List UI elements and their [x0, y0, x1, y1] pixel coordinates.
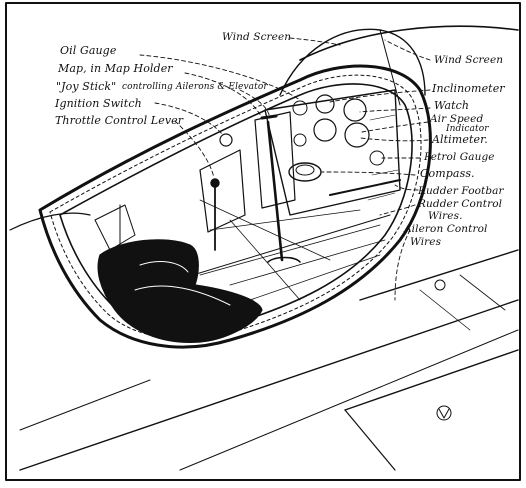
label-aileron-wires-2: Wires [410, 236, 442, 248]
label-compass: Compass. [420, 167, 475, 180]
fuselage-top-edge [299, 25, 519, 61]
compass-inner [295, 164, 315, 176]
label-watch: Watch [434, 99, 470, 112]
left-skin [9, 212, 91, 231]
frame-border [5, 2, 521, 481]
label-altimeter: Altimeter. [432, 133, 488, 146]
wing-hole [434, 279, 446, 291]
wire-3 [229, 219, 301, 301]
wing-edge-lower [344, 349, 519, 411]
label-rudder-wires-2: Wires. [428, 210, 463, 222]
leader-air-speed [361, 121, 429, 133]
wing-leading-edge [359, 249, 519, 301]
label-joystick-note: controlling Ailerons & Elevator [122, 82, 268, 92]
leader-throttle [174, 120, 215, 179]
bucket-seat [97, 239, 263, 343]
ignition-switch [219, 133, 233, 147]
label-wind-screen-right: Wind Screen [434, 54, 504, 66]
label-air-speed: Air Speed [430, 113, 484, 125]
joystick-grip [260, 114, 278, 120]
rim-stitching [49, 74, 422, 340]
gauge-3 [343, 98, 367, 122]
label-inclinometer: Inclinometer [432, 82, 505, 95]
wing-rib-2 [459, 274, 506, 311]
gauge-5 [344, 122, 370, 148]
leader-ignition [154, 102, 223, 135]
windscreen-frame [379, 29, 401, 106]
instrument-panel [264, 89, 401, 216]
compass [288, 162, 322, 182]
side-panel [199, 149, 246, 233]
joystick-base [267, 256, 301, 263]
shade-1 [369, 114, 396, 121]
artist-monogram [436, 405, 452, 421]
gauge-1 [292, 100, 308, 116]
seat-pad-1 [139, 261, 189, 273]
leader-wind-screen-right [384, 39, 431, 61]
map-holder [254, 111, 296, 209]
label-oil-gauge: Oil Gauge [60, 44, 117, 57]
label-aileron-wires: Aileron Control [404, 223, 488, 235]
label-rudder-wires: Rudder Control [418, 198, 503, 210]
gauge-2 [315, 94, 335, 114]
label-wind-screen-left: Wind Screen [222, 31, 292, 43]
wing-rib-1 [419, 289, 471, 331]
label-air-speed-indicator: Indicator [446, 124, 489, 134]
leader-oil-gauge [139, 54, 301, 101]
gauge-7 [293, 133, 307, 147]
floor-line-2 [199, 224, 381, 276]
wire-1 [199, 199, 331, 261]
leader-aileron-wires [394, 229, 411, 301]
label-throttle-lever: Throttle Control Lever [55, 114, 184, 127]
leader-rudder-wires [379, 204, 416, 216]
seat-pad-2 [134, 285, 231, 306]
label-joystick: "Joy Stick" [56, 80, 117, 93]
gauge-4 [313, 118, 337, 142]
throttle-knob [210, 178, 220, 188]
label-map-holder: Map, in Map Holder [58, 62, 173, 75]
floor-line-4 [249, 254, 381, 301]
fuselage-lower-edge [19, 299, 519, 471]
wire-2 [209, 209, 361, 231]
seat-frame [94, 204, 136, 251]
floor-line-3 [229, 239, 386, 286]
fuselage-side-line [19, 379, 151, 431]
wing-tip [344, 409, 396, 471]
label-petrol-gauge: Petrol Gauge [424, 151, 495, 163]
shade-3 [367, 192, 396, 201]
leader-watch [359, 107, 431, 113]
cockpit-rim-outer [38, 64, 432, 349]
artist-monogram-mark [438, 408, 450, 419]
leader-compass [321, 171, 416, 176]
leader-inclinometer [329, 89, 431, 103]
leader-wind-screen-left [289, 37, 341, 46]
shade-2 [371, 169, 399, 176]
leader-map [184, 72, 263, 119]
joystick [266, 120, 284, 262]
leader-rudder-footbar [394, 184, 419, 191]
label-rudder-footbar: Rudder Footbar [418, 185, 504, 197]
rudder-footbar [329, 179, 401, 196]
label-ignition-switch: Ignition Switch [55, 97, 142, 110]
leader-altimeter [359, 137, 429, 142]
fuselage-belly [179, 329, 519, 471]
